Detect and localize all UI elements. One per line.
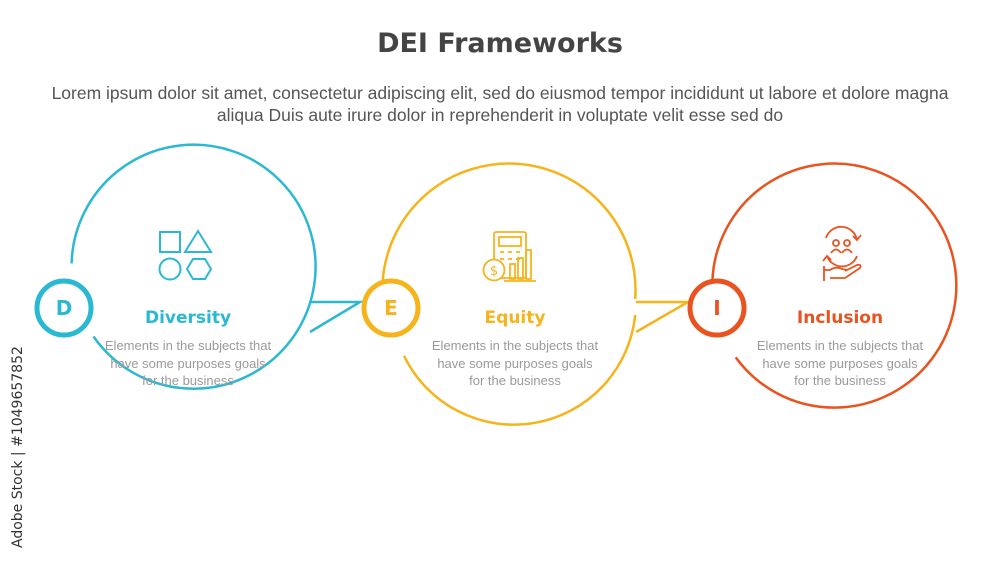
calculator-coin-icon: $ <box>482 231 536 282</box>
equity-badge <box>361 278 421 338</box>
stock-watermark: Adobe Stock | #1049657852 <box>10 346 26 548</box>
inclusion-ring <box>711 162 958 409</box>
page-subtitle: Lorem ipsum dolor sit amet, consectetur … <box>51 83 949 125</box>
diversity-arrow <box>309 300 365 334</box>
svg-text:$: $ <box>490 264 498 279</box>
diversity-ring <box>70 143 317 390</box>
shapes-icon <box>158 229 213 281</box>
diversity-heading: Diversity <box>144 308 232 328</box>
hand-people-cycle-icon <box>822 225 862 281</box>
equity-letter: E <box>384 296 398 320</box>
page-title: DEI Frameworks <box>377 28 623 59</box>
diversity-letter: D <box>55 296 73 320</box>
inclusion-letter: I <box>713 296 721 320</box>
equity-ring <box>381 162 637 426</box>
diversity-badge <box>34 278 94 338</box>
inclusion-badge <box>687 278 747 338</box>
diversity-description: Elements in the subjects that have some … <box>104 338 272 388</box>
inclusion-description: Elements in the subjects that have some … <box>756 338 924 388</box>
equity-arrow <box>635 300 693 334</box>
equity-heading: Equity <box>484 308 546 328</box>
step-inclusion <box>687 162 958 409</box>
equity-description: Elements in the subjects that have some … <box>431 338 599 388</box>
step-diversity <box>34 143 365 390</box>
step-equity: $ <box>361 162 693 426</box>
inclusion-heading: Inclusion <box>796 308 884 328</box>
